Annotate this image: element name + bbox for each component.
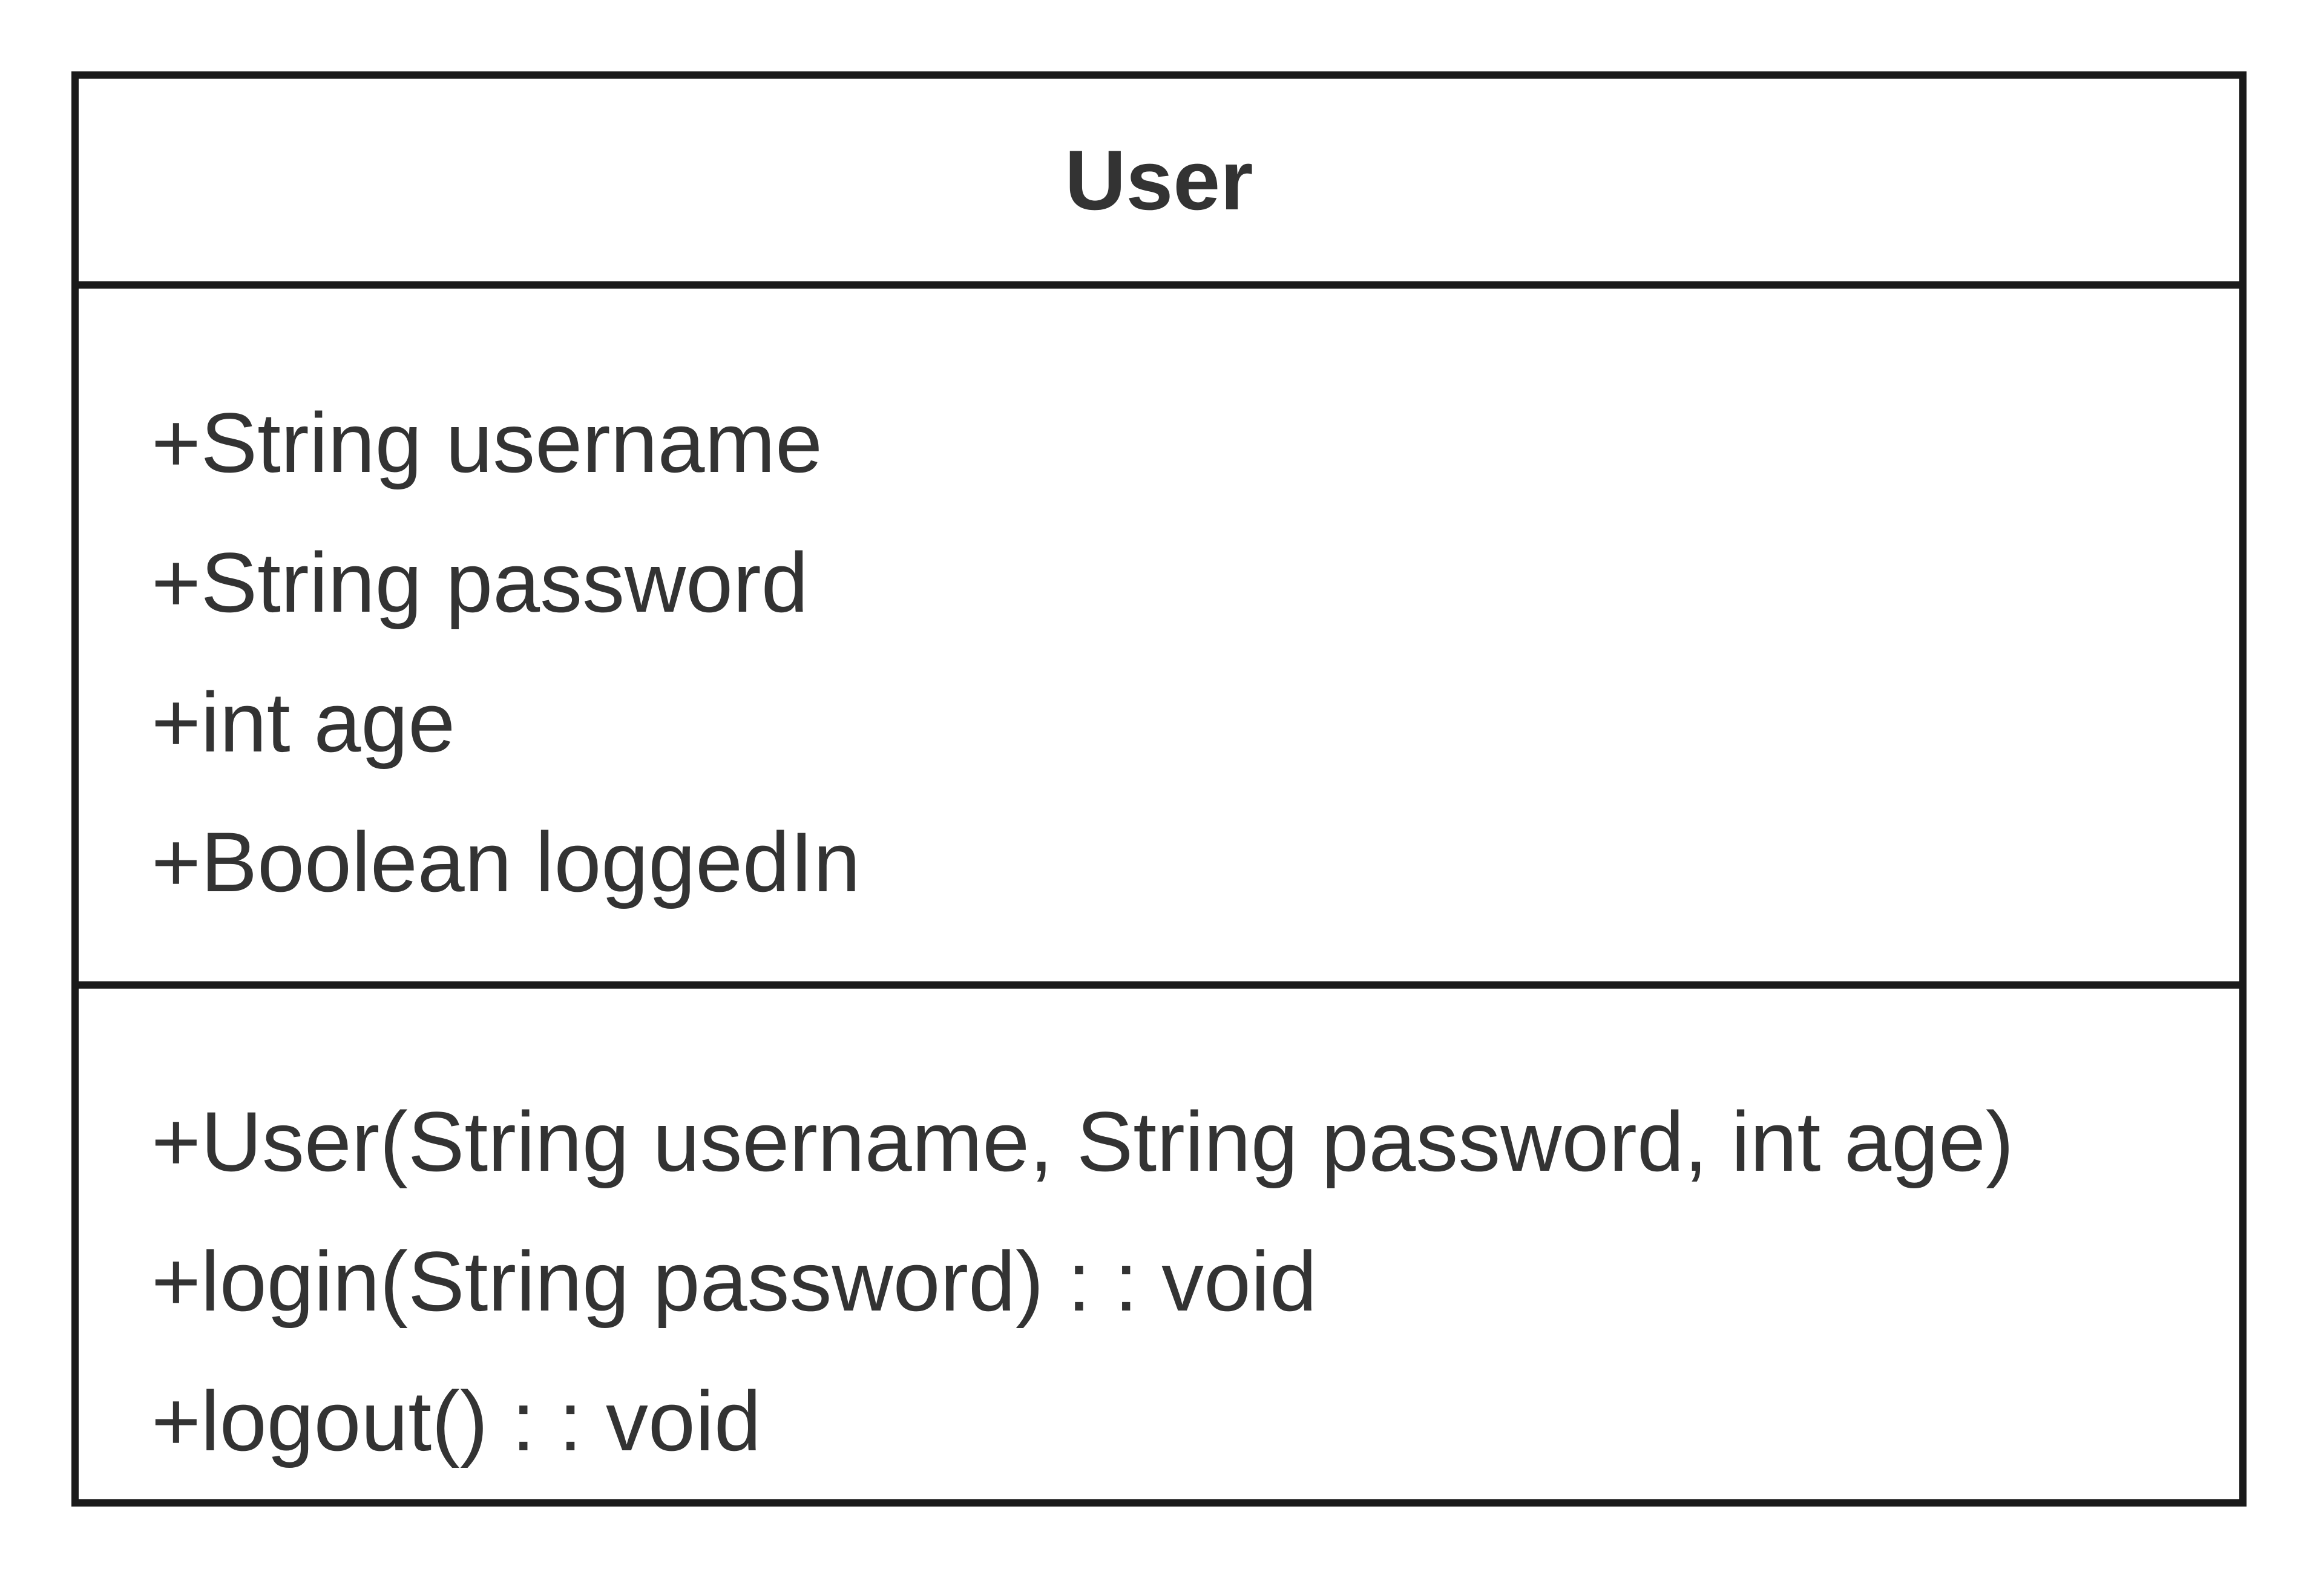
method-login: +login(String password) : : void xyxy=(151,1234,1317,1329)
class-name: User xyxy=(1065,132,1253,227)
attributes-compartment: +String username +String password +int a… xyxy=(79,289,2239,989)
attribute-age: +int age xyxy=(151,675,456,770)
attribute-password: +String password xyxy=(151,535,809,630)
uml-class-box[interactable]: User +String username +String password +… xyxy=(71,71,2247,1507)
method-constructor: +User(String username, String password, … xyxy=(151,1094,2014,1189)
methods-compartment: +User(String username, String password, … xyxy=(79,989,2239,1507)
attribute-username: +String username xyxy=(151,395,822,490)
class-header: User xyxy=(79,79,2239,289)
method-logout: +logout() : : void xyxy=(151,1373,761,1468)
attribute-logged-in: +Boolean loggedIn xyxy=(151,814,861,909)
